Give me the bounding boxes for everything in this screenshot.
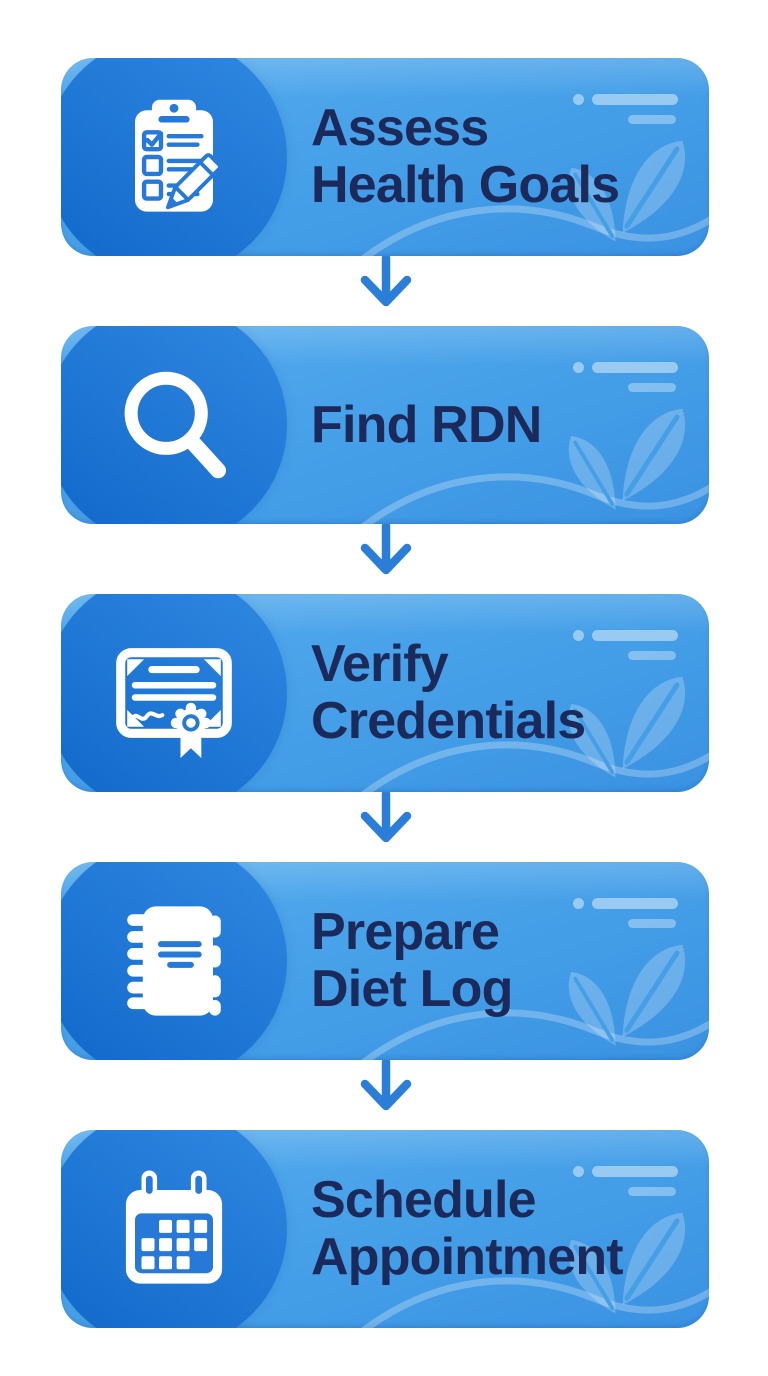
step-title: Verify Credentials <box>311 594 701 792</box>
clipboard-checklist-icon <box>135 99 223 212</box>
leaf-decoration <box>568 944 686 1046</box>
notebook-icon <box>127 906 221 1016</box>
decor-bar <box>628 383 676 392</box>
step-title-line: Find RDN <box>311 395 542 454</box>
decor-dot <box>573 898 584 909</box>
step-card-verify-credentials: Verify Credentials <box>61 594 709 792</box>
leaf-decoration <box>568 140 686 242</box>
decor-dot <box>573 362 584 373</box>
step-card-find-rdn: Find RDN <box>61 326 709 524</box>
step-title-line: Schedule <box>311 1171 537 1229</box>
step-title-line: Health Goals <box>311 156 620 214</box>
step-title-line: Diet Log <box>311 960 513 1018</box>
icon-badge <box>61 326 287 524</box>
decor-bar <box>592 630 678 641</box>
wave-decoration <box>361 741 709 792</box>
decor-bar <box>628 651 676 660</box>
step-title: Find RDN <box>311 326 701 524</box>
step-title: Schedule Appointment <box>311 1130 701 1328</box>
arrow-down-icon <box>360 256 412 307</box>
wave-decoration <box>361 473 709 524</box>
step-card-schedule-appointment: Schedule Appointment <box>61 1130 709 1328</box>
leaf-decoration <box>568 676 686 778</box>
decor-bar <box>628 1187 676 1196</box>
leaf-decoration <box>568 408 686 510</box>
decor-bar <box>592 362 678 373</box>
decor-dot <box>573 1166 584 1177</box>
decor-bar <box>592 94 678 105</box>
arrow-down-icon <box>360 1060 412 1111</box>
wave-decoration <box>361 1277 709 1328</box>
wave-decoration <box>361 205 709 256</box>
decor-bar <box>592 1166 678 1177</box>
step-card-assess-health-goals: Assess Health Goals <box>61 58 709 256</box>
decor-bar <box>628 115 676 124</box>
step-title-line: Credentials <box>311 692 586 750</box>
wave-decoration <box>361 1009 709 1060</box>
calendar-icon <box>125 1170 223 1284</box>
decor-dot <box>573 630 584 641</box>
step-title-line: Assess <box>311 99 489 157</box>
decor-dot <box>573 94 584 105</box>
certificate-icon <box>116 648 232 758</box>
step-title-line: Prepare <box>311 903 500 961</box>
arrow-down-icon <box>360 524 412 575</box>
leaf-decoration <box>568 1212 686 1314</box>
step-title: Prepare Diet Log <box>311 862 701 1060</box>
step-card-prepare-diet-log: Prepare Diet Log <box>61 862 709 1060</box>
icon-badge <box>61 594 287 792</box>
decor-bar <box>628 919 676 928</box>
decor-bar <box>592 898 678 909</box>
step-title-line: Verify <box>311 635 449 693</box>
step-title: Assess Health Goals <box>311 58 701 256</box>
search-icon <box>124 371 226 479</box>
step-title-line: Appointment <box>311 1228 624 1286</box>
arrow-down-icon <box>360 792 412 843</box>
